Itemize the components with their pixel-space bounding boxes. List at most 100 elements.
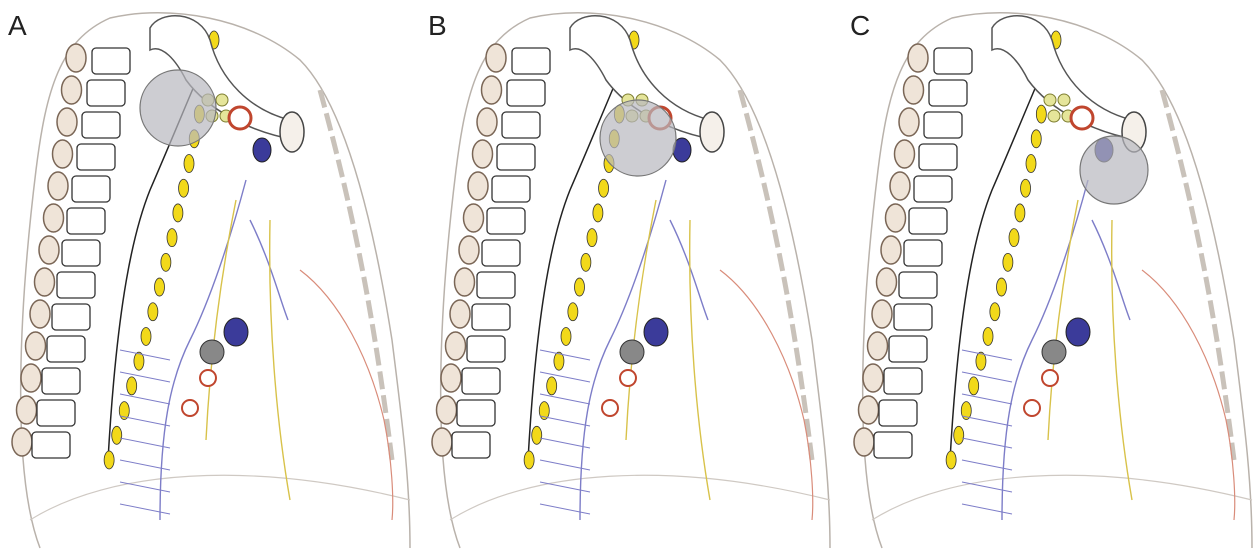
ganglion [574,278,584,296]
heart-border [1142,270,1235,520]
spinous-process [868,332,888,360]
ganglion [532,426,542,444]
spinous-process [21,364,41,392]
spinous-process [895,140,915,168]
spinous-process [477,108,497,136]
plexus-root [1058,94,1070,106]
spinous-process [455,268,475,296]
spinous-process [482,76,502,104]
vertebral-body [47,336,85,362]
clavicle [700,112,724,152]
intercostal-vessel [962,350,1012,360]
vertebral-body [467,336,505,362]
vertebral-body [507,80,545,106]
ganglion [599,179,609,197]
panel-a: A [0,0,412,554]
spinous-process [890,172,910,200]
bronchial-artery [182,400,198,416]
pulmonary-artery [620,370,636,386]
spinous-process [446,332,466,360]
spinous-process [468,172,488,200]
vertebral-body [497,144,535,170]
intercostal-vessel [120,438,170,448]
ganglion [112,426,122,444]
intercostal-vessel [540,416,590,426]
vertebral-body [62,240,100,266]
diaphragm-line [872,475,1252,520]
ganglion [167,229,177,247]
bronchial-artery [602,400,618,416]
ganglion [587,229,597,247]
spinous-process [908,44,928,72]
vertebral-body [87,80,125,106]
intercostal-vessel [120,394,170,404]
ganglion [561,327,571,345]
spinous-process [35,268,55,296]
spinous-process [66,44,86,72]
spinous-process [450,300,470,328]
spinous-process [881,236,901,264]
ganglion [593,204,603,222]
spinous-process [57,108,77,136]
panel-b: B [420,0,832,554]
spinous-process [62,76,82,104]
bronchus [620,340,644,364]
diaphragm-line [450,475,830,520]
diaphragm-line [30,475,410,520]
spinous-process [464,204,484,232]
spinous-process [877,268,897,296]
panel-label-b: B [428,10,447,42]
ganglion [148,303,158,321]
intercostal-vessel [540,394,590,404]
vertebral-body [92,48,130,74]
vertebral-body [57,272,95,298]
vertebral-body [924,112,962,138]
ganglion [1009,229,1019,247]
anatomy-drawing-b [420,0,832,554]
vertebral-body [72,176,110,202]
ganglion [104,451,114,469]
spinous-process [441,364,461,392]
ganglion [946,451,956,469]
pulmonary-vein [644,318,668,346]
heart-border [720,270,813,520]
spinous-process [44,204,64,232]
clavicle [280,112,304,152]
spinous-process [486,44,506,72]
ganglion [954,426,964,444]
spinous-process [432,428,452,456]
spinous-process [904,76,924,104]
vertebral-body [37,400,75,426]
intercostal-vessel [120,504,170,514]
bronchial-artery [1024,400,1040,416]
spinous-process [872,300,892,328]
plexus-root [1044,94,1056,106]
vertebral-body [919,144,957,170]
vertebral-body [462,368,500,394]
intercostal-vessel [120,350,170,360]
intercostal-vessel [962,438,1012,448]
heart-border [300,270,393,520]
spinous-process [859,396,879,424]
spinous-process [39,236,59,264]
spinous-process [854,428,874,456]
plexus-root [216,94,228,106]
vertebral-body [487,208,525,234]
vertebral-body [899,272,937,298]
ganglion [1003,253,1013,271]
vertebral-body [472,304,510,330]
tumor-location-circle [140,70,216,146]
pulmonary-vein [1066,318,1090,346]
spinous-process [437,396,457,424]
vertebral-body [894,304,932,330]
spinous-process [26,332,46,360]
intercostal-vessel [540,460,590,470]
vertebral-body [929,80,967,106]
panel-label-c: C [850,10,870,42]
ganglion [173,204,183,222]
ganglion [1036,105,1046,123]
vertebral-body [914,176,952,202]
spinous-process [53,140,73,168]
ganglion [141,327,151,345]
spinous-process [17,396,37,424]
